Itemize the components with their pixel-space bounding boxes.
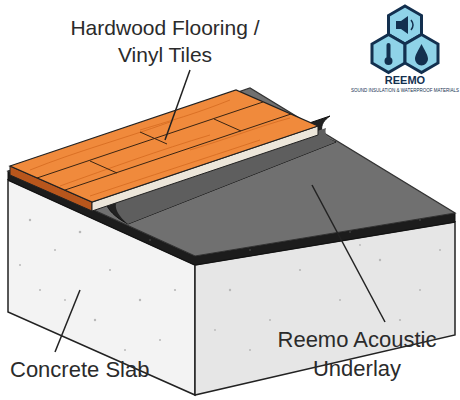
brand-name: REEMO xyxy=(365,73,445,87)
logo-hexagons xyxy=(372,6,438,73)
part-label: Reemo Acoustic Underlay xyxy=(262,326,452,383)
brand-tagline: SOUND INSULATION & WATERPROOF MATERIALS xyxy=(345,88,460,94)
part-label: Hardwood Flooring / Vinyl Tiles xyxy=(50,14,280,69)
wood-grain xyxy=(30,100,290,196)
part-label: Concrete Slab xyxy=(10,356,200,385)
plank-top xyxy=(10,90,318,202)
plank-seams xyxy=(37,102,291,190)
underlay-top xyxy=(8,88,455,256)
leader-lines xyxy=(55,70,385,352)
